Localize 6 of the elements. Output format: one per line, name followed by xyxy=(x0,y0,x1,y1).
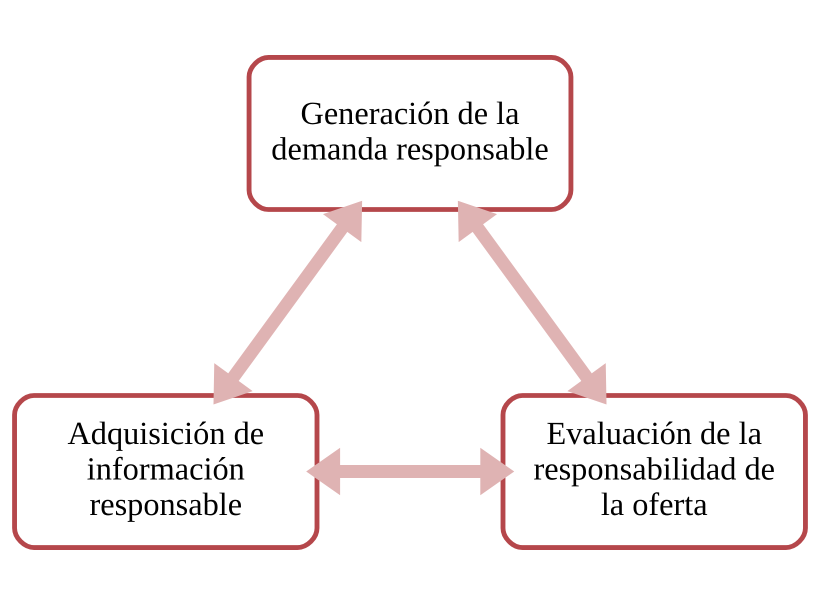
arrow xyxy=(458,200,607,404)
node-box: Generación de la demanda responsable xyxy=(246,54,574,212)
arrow xyxy=(306,447,514,495)
node-box: Evaluación de la responsabilidad de la oferta xyxy=(500,392,808,550)
node-box: Adquisición de información responsable xyxy=(12,392,320,550)
arrow xyxy=(213,200,362,404)
